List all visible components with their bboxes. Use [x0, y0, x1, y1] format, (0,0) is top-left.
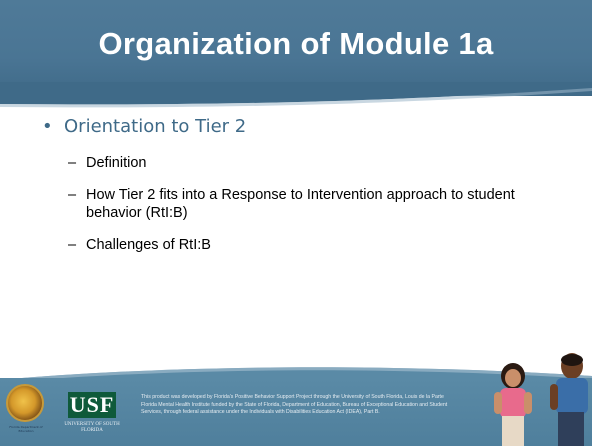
girl-illustration — [494, 363, 532, 446]
dash-marker: – — [68, 187, 77, 203]
usf-caption: UNIVERSITY OF SOUTH FLORIDA — [64, 422, 120, 433]
footer-disclaimer: This product was developed by Florida's … — [141, 394, 448, 415]
boy-illustration — [550, 353, 588, 446]
slide-title: Organization of Module 1a — [98, 26, 494, 61]
sub-item: – How Tier 2 fits into a Response to Int… — [68, 186, 566, 222]
header-swoosh — [0, 82, 592, 108]
sub-item-text: How Tier 2 fits into a Response to Inter… — [86, 187, 515, 221]
sub-item: – Definition — [68, 154, 568, 172]
bullet-item: • Orientation to Tier 2 — [42, 116, 246, 137]
sub-item-text: Challenges of RtI:B — [86, 237, 211, 253]
sub-item-text: Definition — [86, 155, 147, 171]
title-banner: Organization of Module 1a — [0, 0, 592, 96]
bullet-marker: • — [42, 116, 53, 137]
florida-seal-logo — [6, 384, 44, 422]
usf-logo: USF — [68, 392, 116, 418]
sub-item: – Challenges of RtI:B — [68, 236, 568, 254]
dash-marker: – — [68, 237, 77, 253]
bullet-text: Orientation to Tier 2 — [64, 116, 247, 137]
dash-marker: – — [68, 155, 77, 171]
seal-caption: Florida Department of Education — [9, 426, 43, 433]
page-number: 41 — [532, 356, 544, 367]
